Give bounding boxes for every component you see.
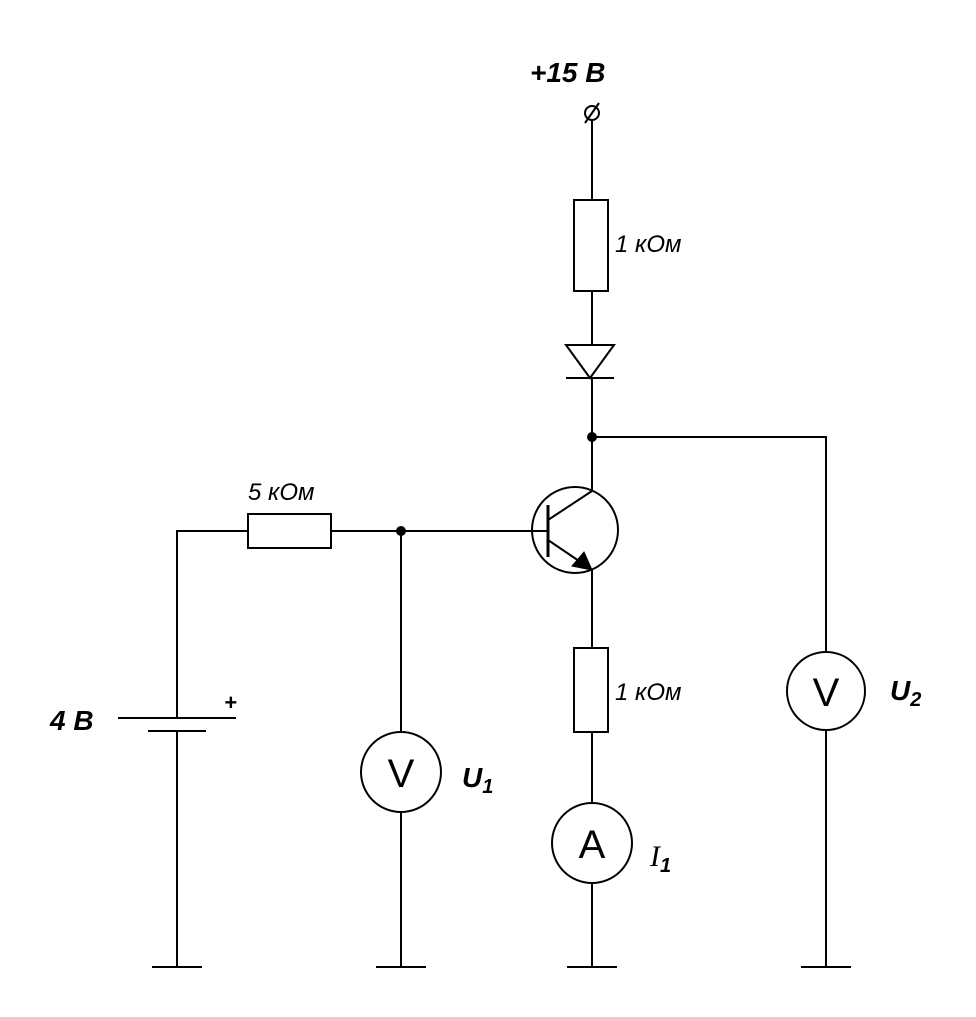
svg-text:V: V: [388, 752, 415, 796]
voltmeter-u2: V: [786, 651, 866, 731]
wire-collector-to-u2: [592, 436, 827, 652]
battery-voltage-label: 4 В: [49, 705, 94, 736]
resistor-collector: [573, 199, 609, 292]
resistor-emitter: [573, 647, 609, 733]
voltmeter-u1: V: [360, 731, 442, 813]
voltmeter-u2-label: U2: [890, 675, 921, 711]
supply-voltage-label: +15 В: [530, 57, 606, 88]
svg-text:A: A: [579, 823, 606, 867]
battery: [118, 717, 236, 732]
resistor-base: [247, 513, 332, 549]
ammeter-i1-label: I1: [649, 840, 671, 877]
wire-battery-to-base-resistor: [176, 530, 248, 718]
resistor-emitter-label: 1 кОм: [615, 679, 681, 706]
battery-plus-sign: +: [224, 690, 237, 715]
ammeter-i1: A: [551, 802, 633, 884]
resistor-base-label: 5 кОм: [248, 479, 314, 506]
voltmeter-u1-label: U1: [462, 762, 493, 798]
diode: [564, 344, 616, 380]
supply-terminal: [584, 102, 600, 124]
resistor-collector-label: 1 кОм: [615, 231, 681, 258]
svg-text:V: V: [813, 671, 840, 715]
